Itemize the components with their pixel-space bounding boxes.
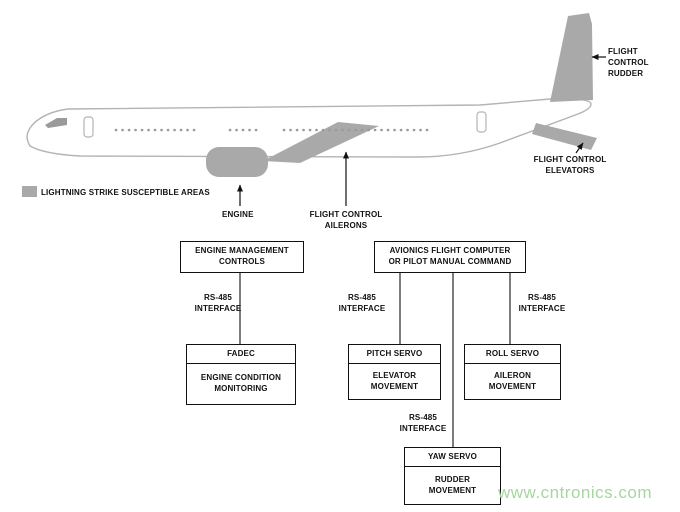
pitch-servo-title: PITCH SERVO xyxy=(349,345,440,364)
avionics-flight-computer-text: AVIONICS FLIGHT COMPUTER OR PILOT MANUAL… xyxy=(388,246,512,266)
fadec-box: FADEC ENGINE CONDITION MONITORING xyxy=(186,344,296,405)
avionics-flight-computer-box: AVIONICS FLIGHT COMPUTER OR PILOT MANUAL… xyxy=(374,241,526,273)
watermark-text: www.cntronics.com xyxy=(498,483,652,502)
elevator-shape xyxy=(532,123,597,150)
pitch-servo-box: PITCH SERVO ELEVATOR MOVEMENT xyxy=(348,344,441,400)
rs485-interface-label-roll: RS-485 INTERFACE xyxy=(518,293,566,313)
rs485-interface-label-pitch: RS-485 INTERFACE xyxy=(338,293,386,313)
yaw-servo-title: YAW SERVO xyxy=(405,448,500,467)
fadec-body: ENGINE CONDITION MONITORING xyxy=(200,373,282,393)
legend-label: LIGHTNING STRIKE SUSCEPTIBLE AREAS xyxy=(41,188,210,197)
fuselage-outline xyxy=(26,97,592,158)
flight-control-elevators-label: FLIGHT CONTROL ELEVATORS xyxy=(533,155,607,175)
legend-swatch xyxy=(22,186,37,197)
yaw-servo-box: YAW SERVO RUDDER MOVEMENT xyxy=(404,447,501,505)
elevators-arrow xyxy=(575,142,584,154)
pitch-servo-body: ELEVATOR MOVEMENT xyxy=(370,370,419,391)
yaw-servo-body: RUDDER MOVEMENT xyxy=(428,474,477,495)
rs485-interface-label-yaw: RS-485 INTERFACE xyxy=(399,413,447,433)
front-door-outline xyxy=(83,116,94,138)
engine-management-controls-text: ENGINE MANAGEMENT CONTROLS xyxy=(195,246,289,266)
engine-label: ENGINE xyxy=(222,210,254,219)
roll-servo-body: AILERON MOVEMENT xyxy=(488,370,537,391)
fadec-title: FADEC xyxy=(187,345,295,364)
roll-servo-box: ROLL SERVO AILERON MOVEMENT xyxy=(464,344,561,400)
engine-management-controls-box: ENGINE MANAGEMENT CONTROLS xyxy=(180,241,304,273)
flight-control-rudder-label: FLIGHT CONTROL RUDDER xyxy=(608,47,649,78)
roll-servo-title: ROLL SERVO xyxy=(465,345,560,364)
flight-control-ailerons-label: FLIGHT CONTROL AILERONS xyxy=(309,210,383,230)
rudder-fin-shape xyxy=(550,13,593,102)
engine-shape xyxy=(206,147,268,177)
cockpit-window-shape xyxy=(45,118,67,128)
wing-shape xyxy=(263,122,379,163)
rs485-interface-label-fadec: RS-485 INTERFACE xyxy=(194,293,242,313)
rear-door-outline xyxy=(476,111,487,133)
